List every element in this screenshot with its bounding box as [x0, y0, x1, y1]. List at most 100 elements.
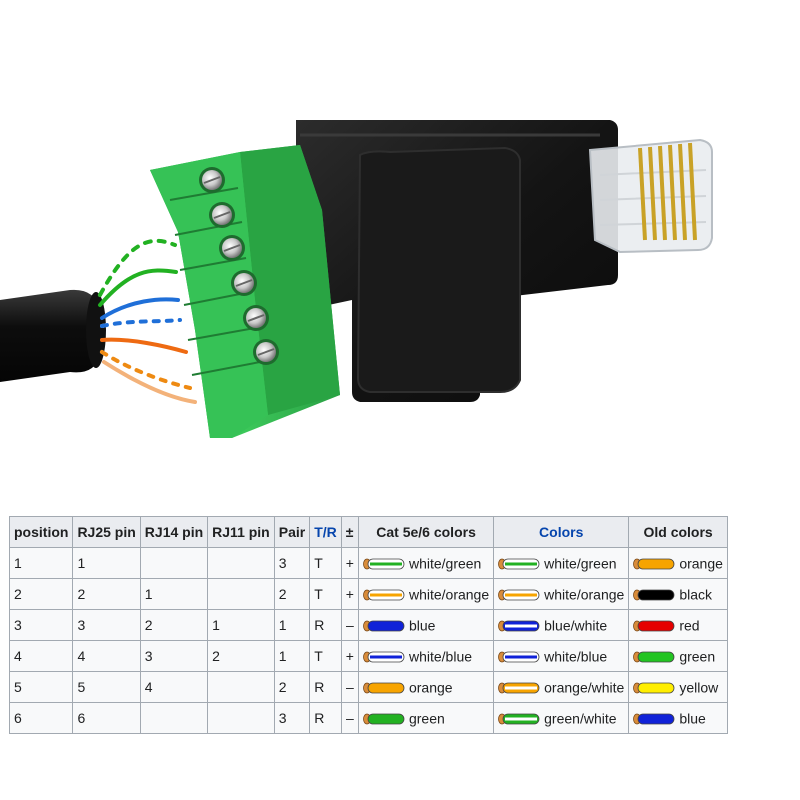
cell-cat5-color: white/blue [357, 640, 495, 672]
cell-color: blue/white [493, 609, 630, 641]
cell-rj11-pin: 2 [207, 640, 275, 672]
cell-cat5-color: green [357, 702, 495, 734]
cell-cat5-color: orange [357, 671, 495, 703]
wire-swatch-icon [633, 620, 675, 632]
terminal-screws [199, 167, 279, 365]
wire-swatch-icon [633, 651, 675, 663]
cell-old-color: yellow [628, 671, 728, 703]
cell-pair: 1 [273, 640, 311, 672]
cell-color-label: orange/white [544, 679, 625, 696]
header-rj25-pin: RJ25 pin [72, 516, 141, 548]
wire-swatch-icon [363, 651, 405, 663]
cell-color-label: green/white [544, 710, 617, 727]
cell-position: 5 [8, 671, 74, 703]
cell-polarity: – [340, 609, 359, 641]
wire-swatch-icon [633, 713, 675, 725]
cell-old-color: green [628, 640, 728, 672]
cell-cat5-color: blue [357, 609, 495, 641]
cell-tip-ring: R [309, 702, 342, 734]
cell-cat5-color-label: white/blue [408, 648, 473, 665]
cell-cat5-color: white/green [357, 547, 495, 579]
cell-pair: 3 [273, 547, 311, 579]
cell-position: 4 [8, 640, 74, 672]
cell-color-label: white/green [544, 555, 617, 572]
cell-polarity: – [340, 702, 359, 734]
cell-cat5-color-label: blue [408, 617, 436, 634]
table-header-row: position RJ25 pin RJ14 pin RJ11 pin Pair… [8, 516, 728, 548]
cell-rj25-pin: 1 [72, 547, 141, 579]
cell-rj14-pin: 2 [139, 609, 209, 641]
cable [0, 289, 106, 382]
cell-tip-ring: T [309, 640, 342, 672]
cell-cat5-color-label: orange [408, 679, 453, 696]
cell-rj11-pin [207, 702, 275, 734]
cell-tip-ring: T [309, 578, 342, 610]
wire-swatch-icon [363, 682, 405, 694]
wire-swatch-icon [498, 682, 540, 694]
cell-rj25-pin: 2 [72, 578, 141, 610]
cell-pair: 2 [273, 671, 311, 703]
cell-polarity: + [340, 640, 359, 672]
cell-old-color: blue [628, 702, 728, 734]
connector-photo [0, 120, 713, 438]
cell-polarity: + [340, 578, 359, 610]
header-rj14-pin: RJ14 pin [139, 516, 209, 548]
wire-swatch-icon [498, 651, 540, 663]
cell-rj11-pin [207, 578, 275, 610]
cell-position: 6 [8, 702, 74, 734]
cell-cat5-color: white/orange [357, 578, 495, 610]
cell-color-label: blue/white [544, 617, 608, 634]
cell-position: 3 [8, 609, 74, 641]
header-rj11-pin: RJ11 pin [207, 516, 275, 548]
wire-swatch-icon [633, 558, 675, 570]
wire-swatch-icon [363, 589, 405, 601]
cell-pair: 1 [273, 609, 311, 641]
cell-old-color-label: green [679, 648, 716, 665]
cell-old-color-label: yellow [679, 679, 719, 696]
adapter-body [296, 120, 618, 402]
cell-color-label: white/orange [544, 586, 625, 603]
cell-polarity: – [340, 671, 359, 703]
cell-rj11-pin: 1 [207, 609, 275, 641]
header-tip-ring-link[interactable]: T/R [309, 516, 342, 548]
terminal-block [150, 145, 340, 438]
cell-rj25-pin: 4 [72, 640, 141, 672]
cell-rj14-pin: 1 [139, 578, 209, 610]
header-colors-link[interactable]: Colors [493, 516, 630, 548]
cell-position: 2 [8, 578, 74, 610]
cell-rj25-pin: 6 [72, 702, 141, 734]
header-pair: Pair [273, 516, 311, 548]
cell-rj25-pin: 3 [72, 609, 141, 641]
wire-swatch-icon [498, 558, 540, 570]
cell-color-label: white/blue [544, 648, 608, 665]
cell-cat5-color-label: green [408, 710, 445, 727]
cell-color: white/green [493, 547, 630, 579]
cell-old-color: orange [628, 547, 728, 579]
rj-plug [588, 138, 713, 254]
cell-color: white/orange [493, 578, 630, 610]
cell-rj25-pin: 5 [72, 671, 141, 703]
wire-swatch-icon [363, 713, 405, 725]
cell-old-color-label: orange [679, 555, 723, 572]
wire-swatch-icon [363, 620, 405, 632]
header-position: position [8, 516, 74, 548]
header-cat5-colors: Cat 5e/6 colors [357, 516, 495, 548]
cell-color: green/white [493, 702, 630, 734]
header-polarity: ± [340, 516, 359, 548]
cell-tip-ring: T [309, 547, 342, 579]
cell-old-color: red [628, 609, 728, 641]
cell-rj14-pin: 3 [139, 640, 209, 672]
cell-color: white/blue [493, 640, 630, 672]
wire-swatch-icon [498, 589, 540, 601]
cell-old-color: black [628, 578, 728, 610]
cell-old-color-label: red [679, 617, 700, 634]
cell-rj11-pin [207, 547, 275, 579]
header-old-colors: Old colors [628, 516, 728, 548]
wire-swatch-icon [633, 589, 675, 601]
